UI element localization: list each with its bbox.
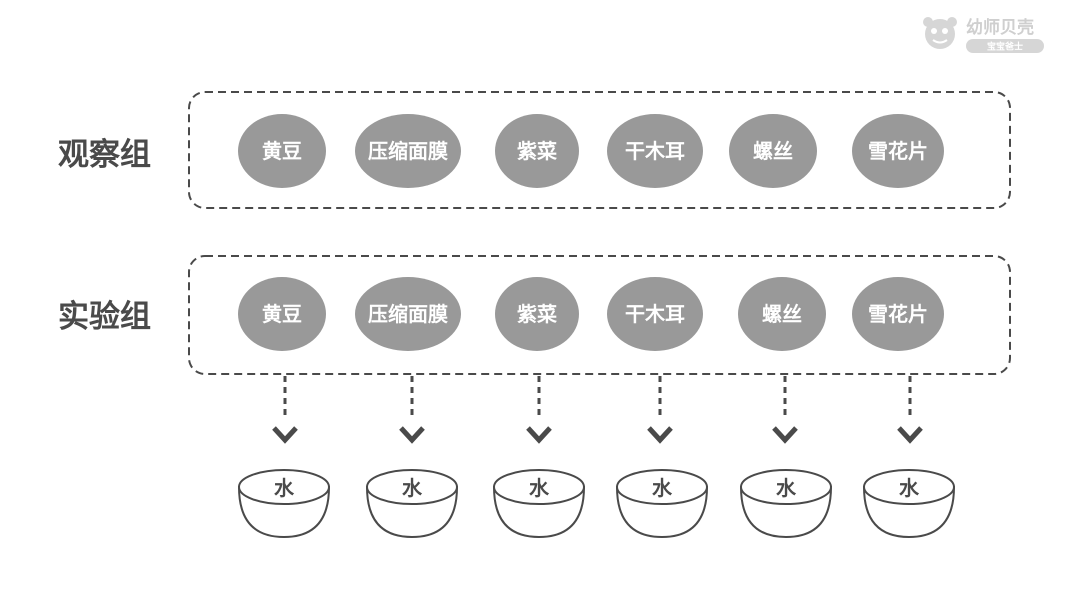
item-label: 螺丝 [753, 139, 793, 163]
item-label: 雪花片 [868, 139, 928, 163]
observation-group-label: 观察组 [58, 137, 151, 173]
item-label: 紫菜 [517, 302, 557, 326]
bowl-label: 水 [652, 476, 673, 500]
experiment-group-label: 实验组 [58, 299, 151, 335]
observation-item-soybean: 黄豆 [238, 114, 326, 188]
down-arrow-icon [526, 376, 552, 444]
item-label: 干木耳 [625, 302, 685, 326]
observation-group: 观察组 黄豆 压缩面膜 紫菜 干木耳 螺丝 雪花片 [58, 91, 1011, 209]
experiment-item-snowflake: 雪花片 [852, 277, 944, 351]
experiment-item-seaweed: 紫菜 [495, 277, 579, 351]
item-label: 压缩面膜 [368, 302, 448, 326]
observation-item-snowflake: 雪花片 [852, 114, 944, 188]
bowl-icon: 水 [615, 469, 709, 539]
item-label: 紫菜 [517, 139, 557, 163]
logo-tagline-badge [966, 39, 1044, 53]
observation-item-dried-fungus: 干木耳 [607, 114, 703, 188]
logo-tagline: 宝宝爸士 [987, 41, 1023, 53]
bowl-label: 水 [402, 476, 423, 500]
down-arrow-icon [399, 376, 425, 444]
shell-logo-icon [923, 17, 957, 49]
bowl-icon: 水 [365, 469, 459, 539]
experiment-item-dried-fungus: 干木耳 [607, 277, 703, 351]
logo-name: 幼师贝壳 [966, 17, 1034, 38]
observation-item-screw: 螺丝 [729, 114, 817, 188]
observation-item-compressed-mask: 压缩面膜 [355, 114, 461, 188]
bowl-icon: 水 [237, 469, 331, 539]
bowl-label: 水 [899, 476, 920, 500]
bowl-icon: 水 [739, 469, 833, 539]
brand-logo: 幼师贝壳 宝宝爸士 [923, 17, 1044, 53]
bowl-label: 水 [274, 476, 295, 500]
bowl-label: 水 [776, 476, 797, 500]
item-label: 黄豆 [262, 139, 302, 163]
down-arrow-icon [772, 376, 798, 444]
item-label: 干木耳 [625, 139, 685, 163]
bowl-label: 水 [529, 476, 550, 500]
down-arrow-icon [897, 376, 923, 444]
water-bowls: 水 水 水 水 水 水 [237, 469, 956, 539]
down-arrow-icon [647, 376, 673, 444]
experiment-item-screw: 螺丝 [738, 277, 826, 351]
observation-group-box [188, 91, 1011, 209]
item-label: 压缩面膜 [368, 139, 448, 163]
bowl-icon: 水 [492, 469, 586, 539]
item-label: 黄豆 [262, 302, 302, 326]
experiment-group: 实验组 黄豆 压缩面膜 紫菜 干木耳 螺丝 雪花片 [58, 255, 1011, 375]
item-label: 雪花片 [868, 302, 928, 326]
experiment-item-compressed-mask: 压缩面膜 [355, 277, 461, 351]
observation-item-seaweed: 紫菜 [495, 114, 579, 188]
arrows [272, 376, 923, 444]
item-label: 螺丝 [762, 302, 802, 326]
experiment-group-box [188, 255, 1011, 375]
down-arrow-icon [272, 376, 298, 444]
bowl-icon: 水 [862, 469, 956, 539]
experiment-item-soybean: 黄豆 [238, 277, 326, 351]
